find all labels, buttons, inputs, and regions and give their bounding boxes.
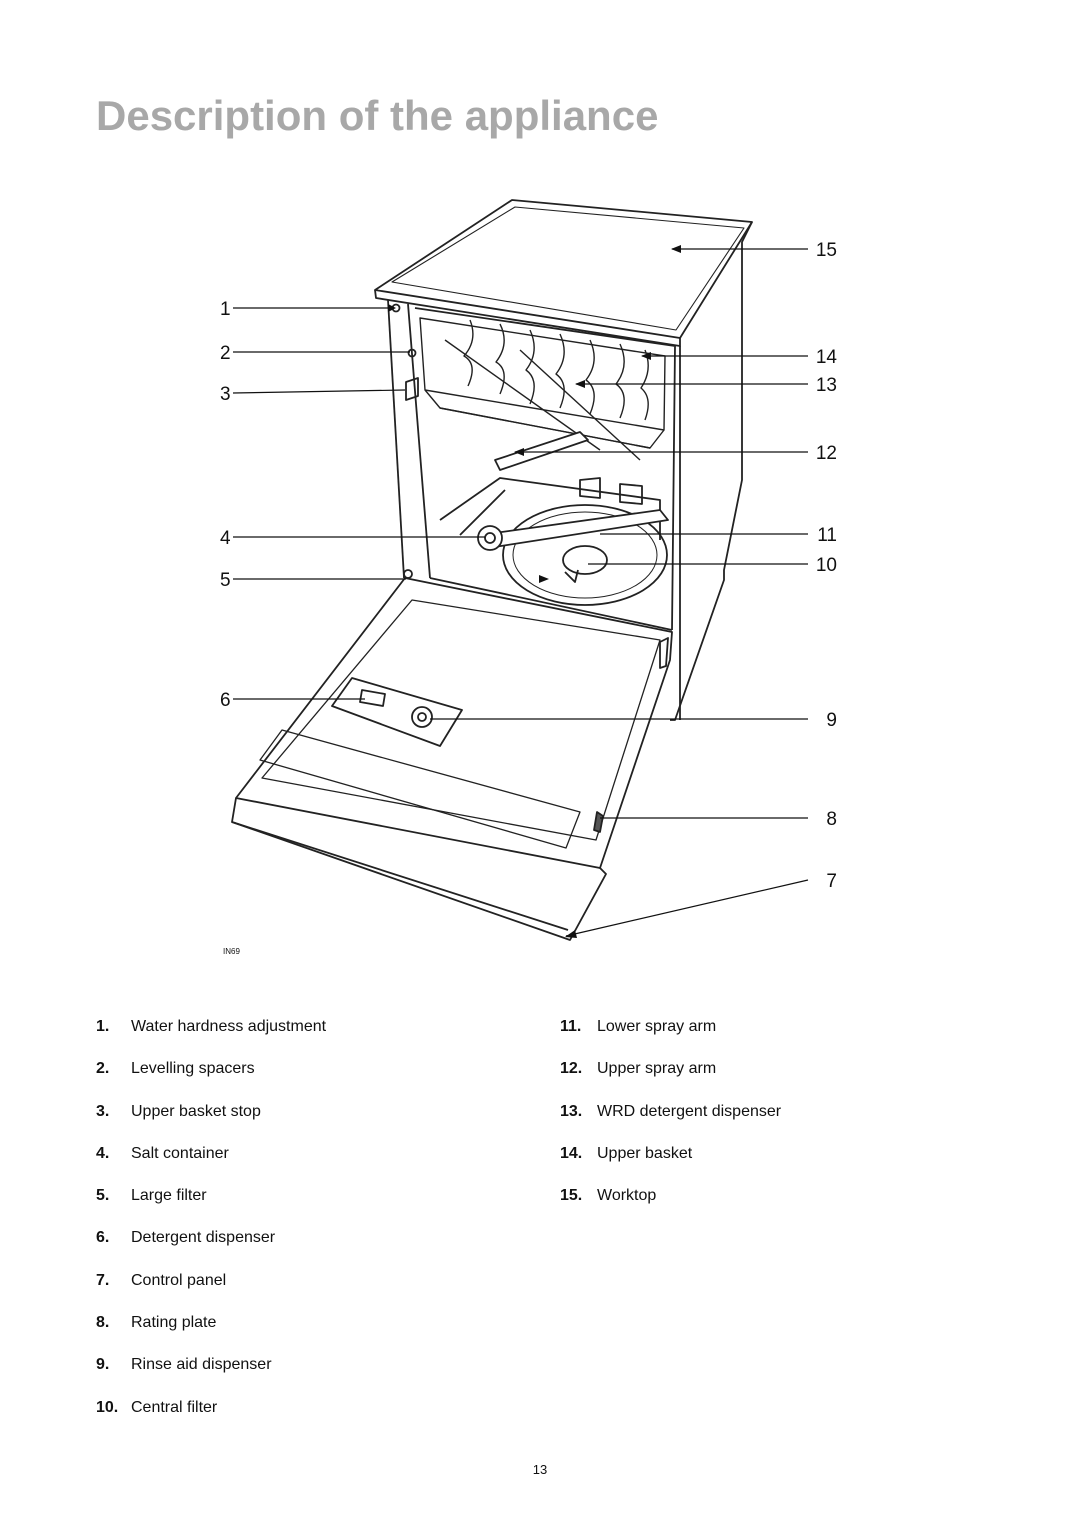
legend-label: Worktop xyxy=(597,1187,657,1205)
callout-10: 10 xyxy=(816,555,837,576)
legend-item: 15. Worktop xyxy=(560,1185,980,1227)
legend-number: 10. xyxy=(96,1398,119,1416)
legend-label: Levelling spacers xyxy=(131,1060,255,1078)
legend-label: Rinse aid dispenser xyxy=(131,1356,272,1374)
callout-lines xyxy=(232,248,809,937)
legend-number: 1. xyxy=(96,1018,110,1035)
legend-item: 11. Lower spray arm xyxy=(560,1016,980,1058)
legend-label: Detergent dispenser xyxy=(131,1229,276,1247)
appliance-diagram: 1 2 3 4 5 6 7 8 9 10 11 12 13 14 15 IN69 xyxy=(220,199,838,956)
legend-label: WRD detergent dispenser xyxy=(597,1102,782,1120)
legend-label: Upper spray arm xyxy=(597,1060,717,1078)
legend-label: Large filter xyxy=(131,1187,207,1205)
page-title: Description of the appliance xyxy=(96,92,659,139)
legend-label: Rating plate xyxy=(131,1314,217,1332)
callout-1: 1 xyxy=(220,299,231,320)
central-filter-shape xyxy=(562,545,608,575)
callout-12: 12 xyxy=(816,443,837,464)
legend-item: 4. Salt container xyxy=(96,1143,516,1185)
dishwasher-illustration: 1 2 3 4 5 6 7 8 9 10 11 12 13 14 15 IN69 xyxy=(220,199,838,956)
legend-number: 15. xyxy=(560,1187,583,1205)
lower-spray-arm xyxy=(479,509,669,549)
worktop-shape xyxy=(374,199,753,339)
figure-code: IN69 xyxy=(223,947,240,956)
legend-item: 8. Rating plate xyxy=(96,1312,516,1354)
legend-item: 2. Levelling spacers xyxy=(96,1058,516,1100)
legend-right-column: 11. Lower spray arm 12. Upper spray arm 13… xyxy=(560,1016,980,1227)
legend-label: Upper basket stop xyxy=(131,1102,261,1120)
page-number: 13 xyxy=(532,1462,548,1477)
callout-5: 5 xyxy=(220,570,231,591)
legend-item: 1. Water hardness adjustment xyxy=(96,1016,516,1058)
legend-label: Lower spray arm xyxy=(597,1018,717,1035)
legend-item: 12. Upper spray arm xyxy=(560,1058,980,1100)
callout-4: 4 xyxy=(220,528,231,549)
legend-item: 6. Detergent dispenser xyxy=(96,1227,516,1269)
legend-number: 11. xyxy=(560,1018,582,1035)
callout-8: 8 xyxy=(826,809,837,830)
legend-number: 14. xyxy=(560,1144,583,1162)
legend-number: 9. xyxy=(96,1356,110,1374)
cabinet-side xyxy=(670,221,753,721)
legend-number: 6. xyxy=(96,1229,110,1247)
legend-item: 10. Central filter xyxy=(96,1397,516,1439)
callout-9: 9 xyxy=(826,710,837,731)
legend-label: Water hardness adjustment xyxy=(131,1018,327,1035)
legend-label: Control panel xyxy=(131,1271,227,1289)
callout-2: 2 xyxy=(220,343,231,364)
callout-3: 3 xyxy=(220,384,231,405)
detergent-dispenser-shape xyxy=(331,677,463,747)
legend-item: 13. WRD detergent dispenser xyxy=(560,1101,980,1143)
legend-item: 7. Control panel xyxy=(96,1270,516,1312)
legend-number: 3. xyxy=(96,1102,110,1120)
legend-item: 5. Large filter xyxy=(96,1185,516,1227)
legend-left-column: 1. Water hardness adjustment 2. Levelling … xyxy=(96,1016,516,1439)
callout-7: 7 xyxy=(826,871,837,892)
upper-spray-arm xyxy=(494,431,589,471)
large-filter-shape xyxy=(502,504,668,606)
legend-label: Salt container xyxy=(131,1144,229,1162)
legend-number: 5. xyxy=(96,1187,110,1205)
legend-number: 4. xyxy=(96,1144,110,1162)
legend-item: 3. Upper basket stop xyxy=(96,1101,516,1143)
callout-13: 13 xyxy=(816,375,837,396)
callout-arrowheads xyxy=(388,245,681,938)
callout-11: 11 xyxy=(817,525,837,546)
legend-label: Upper basket xyxy=(597,1144,693,1162)
callout-15: 15 xyxy=(816,240,837,261)
legend-item: 14. Upper basket xyxy=(560,1143,980,1185)
legend-number: 13. xyxy=(560,1102,583,1120)
callout-6: 6 xyxy=(220,690,231,711)
legend-label: Central filter xyxy=(131,1398,218,1416)
legend-number: 2. xyxy=(96,1060,110,1078)
legend-number: 12. xyxy=(560,1060,583,1078)
legend-number: 7. xyxy=(96,1271,110,1289)
callout-14: 14 xyxy=(816,347,838,368)
legend-item: 9. Rinse aid dispenser xyxy=(96,1354,516,1396)
legend-number: 8. xyxy=(96,1314,110,1332)
rinse-aid-shape xyxy=(411,706,433,728)
